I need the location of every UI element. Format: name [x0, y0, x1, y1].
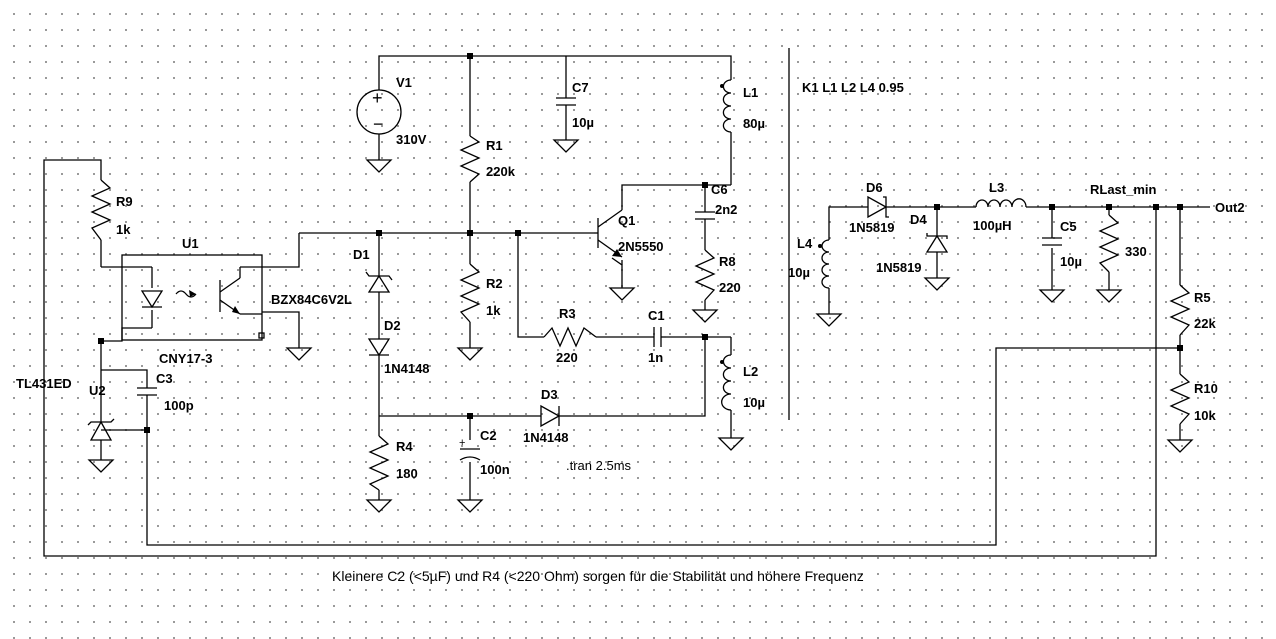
L1-value: 80µ [743, 116, 765, 131]
capacitors: + [137, 97, 1062, 461]
C1-name: C1 [648, 308, 665, 323]
R2-value: 1k [486, 303, 501, 318]
R4-value: 180 [396, 466, 418, 481]
C7-value: 10µ [572, 115, 594, 130]
grounds [87, 139, 1194, 513]
C7-name: C7 [572, 80, 589, 95]
tran-directive: .tran 2.5ms [566, 458, 632, 473]
svg-text:+: + [459, 437, 465, 449]
R1-name: R1 [486, 138, 503, 153]
R9-value: 1k [116, 222, 131, 237]
L2-value: 10µ [743, 395, 765, 410]
C1-value: 1n [648, 350, 663, 365]
L4-name: L4 [797, 236, 813, 251]
wires-primary [43, 55, 1180, 557]
L4-inductor [821, 239, 830, 289]
symbols: + − [87, 53, 1194, 513]
svg-text:+: + [372, 88, 383, 108]
U1-value: CNY17-3 [159, 351, 212, 366]
U2-name: U2 [89, 383, 106, 398]
Rload-name: RLast_min [1090, 182, 1157, 197]
R5-name: R5 [1194, 290, 1211, 305]
R10-name: R10 [1194, 381, 1218, 396]
R3-resistor [543, 326, 597, 348]
coupling-directive: K1 L1 L2 L4 0.95 [802, 80, 904, 95]
C5-name: C5 [1060, 219, 1077, 234]
R8-resistor [694, 249, 716, 301]
R8-name: R8 [719, 254, 736, 269]
C2-name: C2 [480, 428, 497, 443]
Rload-resistor [1098, 214, 1120, 273]
Q1-value: 2N5550 [618, 239, 664, 254]
D4-value: 1N5819 [876, 260, 922, 275]
L1-name: L1 [743, 85, 758, 100]
R8-value: 220 [719, 280, 741, 295]
R5-value: 22k [1194, 316, 1216, 331]
V1-source: + − [356, 88, 402, 135]
L3-inductor [975, 198, 1027, 208]
U1-optocoupler [121, 254, 265, 341]
L2-name: L2 [743, 364, 758, 379]
V1-name: V1 [396, 75, 412, 90]
labels: V1 310V C7 10µ L1 80µ R1 220k C6 2n2 Q1 … [16, 75, 1245, 584]
Q1-name: Q1 [618, 213, 635, 228]
R3-value: 220 [556, 350, 578, 365]
C3-name: C3 [156, 371, 173, 386]
R9-name: R9 [116, 194, 133, 209]
out2-label: Out2 [1215, 200, 1245, 215]
junctions [98, 53, 1183, 433]
L3-name: L3 [989, 180, 1004, 195]
Rload-value: 330 [1125, 244, 1147, 259]
C5-value: 10µ [1060, 254, 1082, 269]
R10-value: 10k [1194, 408, 1216, 423]
R10-resistor [1169, 373, 1191, 425]
D3-value: 1N4148 [523, 430, 569, 445]
D1-name: D1 [353, 247, 370, 262]
R2-resistor [459, 263, 481, 323]
D3-name: D3 [541, 387, 558, 402]
L4-value: 10µ [788, 265, 810, 280]
R9-resistor [90, 179, 112, 241]
resistors [90, 135, 1191, 491]
R1-value: 220k [486, 164, 516, 179]
R2-name: R2 [486, 276, 503, 291]
R1-resistor [459, 135, 481, 183]
D6-name: D6 [866, 180, 883, 195]
D6-value: 1N5819 [849, 220, 895, 235]
L2-inductor [721, 354, 732, 411]
C2-value: 100n [480, 462, 510, 477]
D2-name: D2 [384, 318, 401, 333]
U2-value: TL431ED [16, 376, 72, 391]
R4-resistor [368, 435, 390, 491]
D4-name: D4 [910, 212, 927, 227]
design-note: Kleinere C2 (<5µF) und R4 (<220 Ohm) sor… [332, 568, 864, 584]
R3-name: R3 [559, 306, 576, 321]
C6-value: 2n2 [715, 202, 737, 217]
V1-value: 310V [396, 132, 427, 147]
C3-value: 100p [164, 398, 194, 413]
wires-secondary [788, 48, 1210, 440]
C6-name: C6 [711, 182, 728, 197]
L1-inductor [722, 79, 732, 133]
inductors [720, 79, 1027, 411]
svg-text:−: − [373, 114, 384, 134]
D1-value: BZX84C6V2L [271, 292, 352, 307]
Q1-transistor [594, 205, 623, 258]
U1-name: U1 [182, 236, 199, 251]
L3-value: 100µH [973, 218, 1012, 233]
D2-value: 1N4148 [384, 361, 430, 376]
R4-name: R4 [396, 439, 413, 454]
R5-resistor [1169, 284, 1191, 336]
diodes [87, 195, 949, 441]
